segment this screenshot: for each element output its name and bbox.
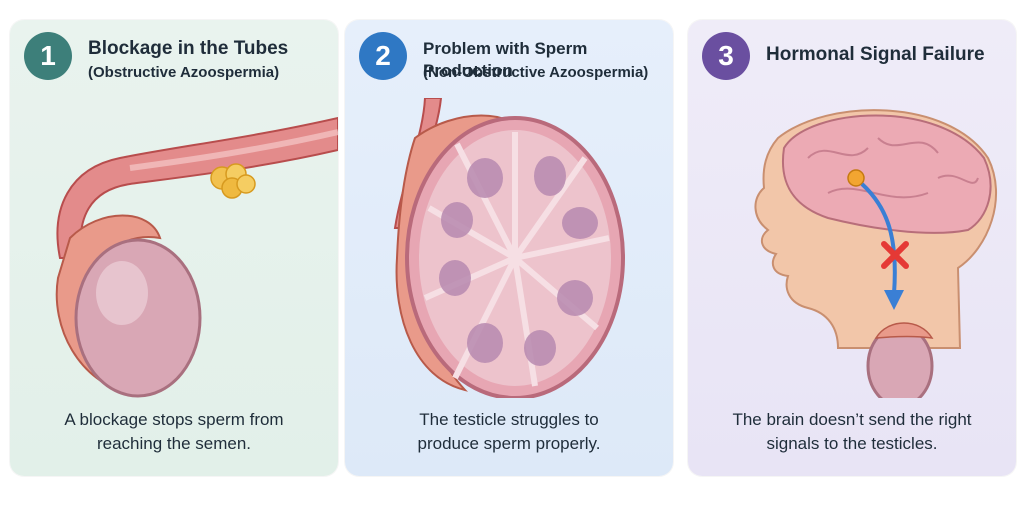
panel-obstructive: 1 Blockage in the Tubes (Obstructive Azo… [10, 20, 338, 476]
step-badge-1: 1 [24, 32, 72, 80]
vas-deferens [56, 116, 338, 259]
arrow-down-icon [860, 182, 897, 295]
panel-hormonal: 3 Hormonal Signal Failure [688, 20, 1016, 476]
panel-subtitle: (Obstructive Azoospermia) [88, 64, 280, 81]
panel-caption: The brain doesn’t send the right signals… [732, 410, 972, 453]
x-mark-icon [881, 241, 909, 269]
panel-title: Blockage in the Tubes [88, 38, 289, 59]
panel-caption: A blockage stops sperm from reaching the… [64, 410, 284, 453]
brain-testis-signal-illustration [754, 109, 997, 398]
panel-caption: The testicle struggles to produce sperm … [417, 410, 601, 453]
panel-non-obstructive: 2 Problem with Sperm Production (Non-Obs… [345, 20, 673, 476]
blockage-mass [210, 163, 256, 199]
panel-subtitle: (Non-Obstructive Azoospermia) [423, 64, 649, 81]
step-badge-3: 3 [702, 32, 750, 80]
panel-title: Hormonal Signal Failure [766, 44, 985, 65]
testis-cross-section-illustration [393, 98, 625, 398]
pituitary-gland [847, 169, 865, 187]
panel-title: Problem with Sperm Production [423, 39, 588, 80]
brain [781, 114, 992, 234]
tubule-clusters [439, 156, 598, 366]
step-badge-2: 2 [359, 32, 407, 80]
blocked-duct-illustration [55, 116, 338, 398]
